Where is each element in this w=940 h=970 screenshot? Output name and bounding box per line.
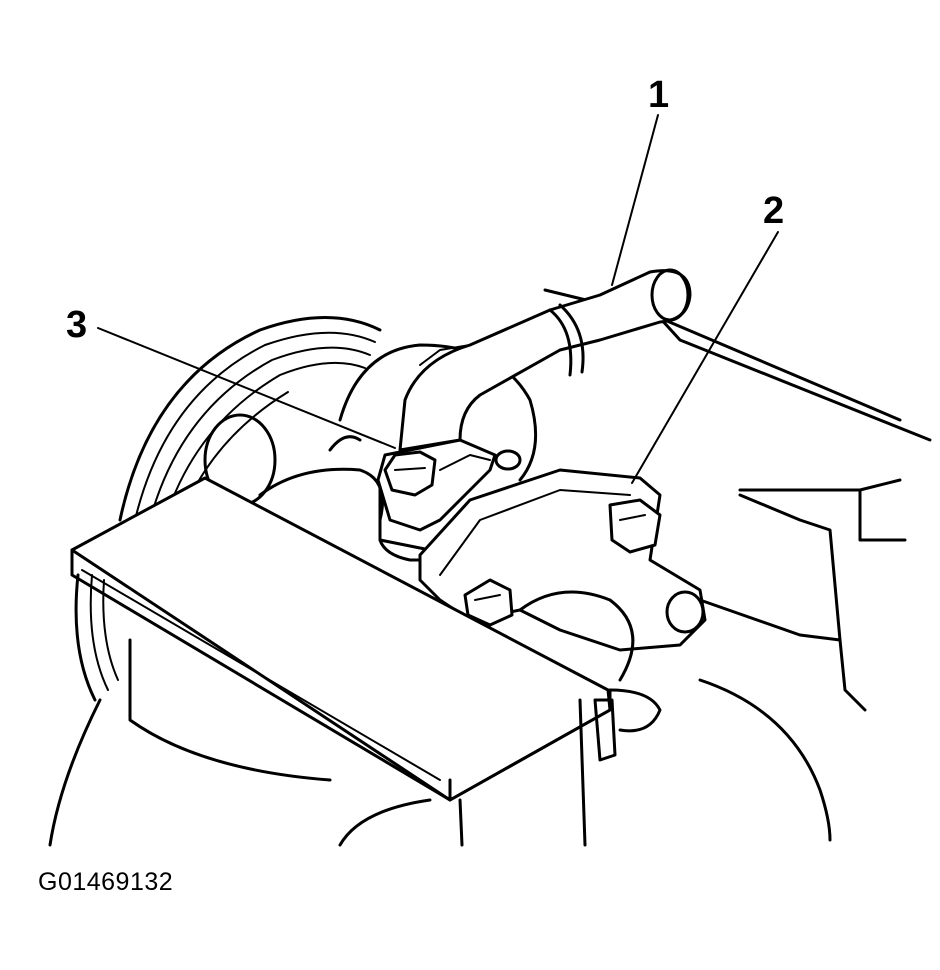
callout-2: 2: [763, 190, 785, 232]
fitting-bolt: [383, 450, 437, 497]
leader-line-1: [611, 114, 659, 286]
callout-1: 1: [648, 74, 670, 116]
return-pipe: [398, 268, 692, 452]
leader-lines: [97, 114, 779, 484]
front-cover-panel: [48, 476, 617, 847]
bracket-bolt-upper: [608, 498, 662, 554]
callout-3: 3: [66, 304, 88, 346]
leader-line-3: [97, 327, 396, 449]
leader-line-2: [631, 231, 779, 484]
figure-id: G01469132: [38, 868, 174, 896]
